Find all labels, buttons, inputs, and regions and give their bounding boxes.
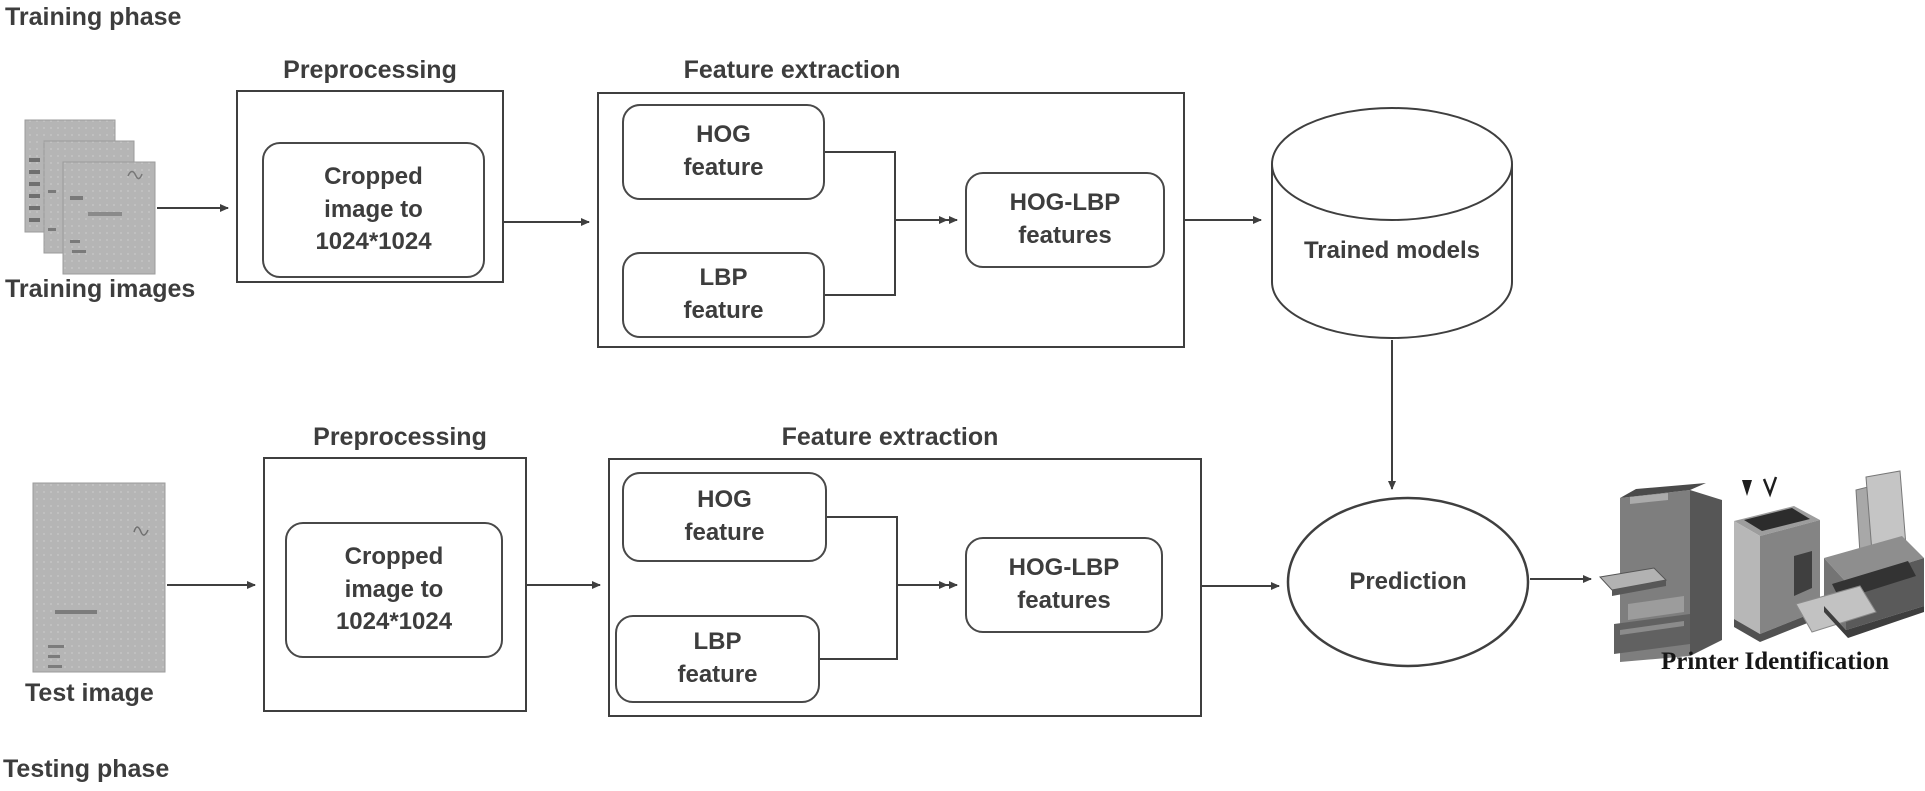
preprocessing-title-testing: Preprocessing [313,423,487,451]
feature-extraction-box-training [597,92,1185,348]
feature-extraction-box-testing [608,458,1202,717]
printer-cube [1734,476,1820,642]
crop-step-training: Cropped image to 1024*1024 [262,142,485,278]
training-phase-label: Training phase [5,3,182,31]
hog-lbp-features-testing: HOG-LBP features [965,537,1163,633]
printer-identification-label: Printer Identification [1661,648,1889,675]
prediction-ellipse [1286,496,1530,668]
prediction-label: Prediction [1349,568,1467,595]
feature-extraction-title-training: Feature extraction [683,56,901,84]
hog-feature-testing: HOG feature [622,472,827,562]
preprocessing-box-testing [263,457,527,712]
page-squiggle [133,526,149,536]
connector-lines [820,151,898,660]
test-image-label: Test image [25,679,154,707]
trained-models-label: Trained models [1303,237,1481,264]
v-arrow-icon [1762,476,1778,498]
training-images-stack [24,119,156,275]
printer-desktop [1795,470,1924,638]
down-arrow-icon [1742,480,1752,496]
feature-extraction-title-testing: Feature extraction [781,423,999,451]
printer-mfp [1599,483,1722,662]
preprocessing-title-training: Preprocessing [283,56,457,84]
hog-feature-training: HOG feature [622,104,825,200]
lbp-feature-training: LBP feature [622,252,825,338]
page-text-marks [29,158,122,253]
lbp-feature-testing: LBP feature [615,615,820,703]
testing-phase-label: Testing phase [3,755,170,783]
flow-arrows [157,204,1592,590]
training-images-label: Training images [5,275,196,303]
printers-illustration [1599,470,1924,662]
hog-lbp-features-training: HOG-LBP features [965,172,1165,268]
test-image-page [32,482,166,673]
trained-models-cylinder [1271,107,1513,339]
page-text-marks [48,610,97,668]
preprocessing-box-training [236,90,504,283]
page-squiggle [127,170,143,180]
crop-step-testing: Cropped image to 1024*1024 [285,522,503,658]
